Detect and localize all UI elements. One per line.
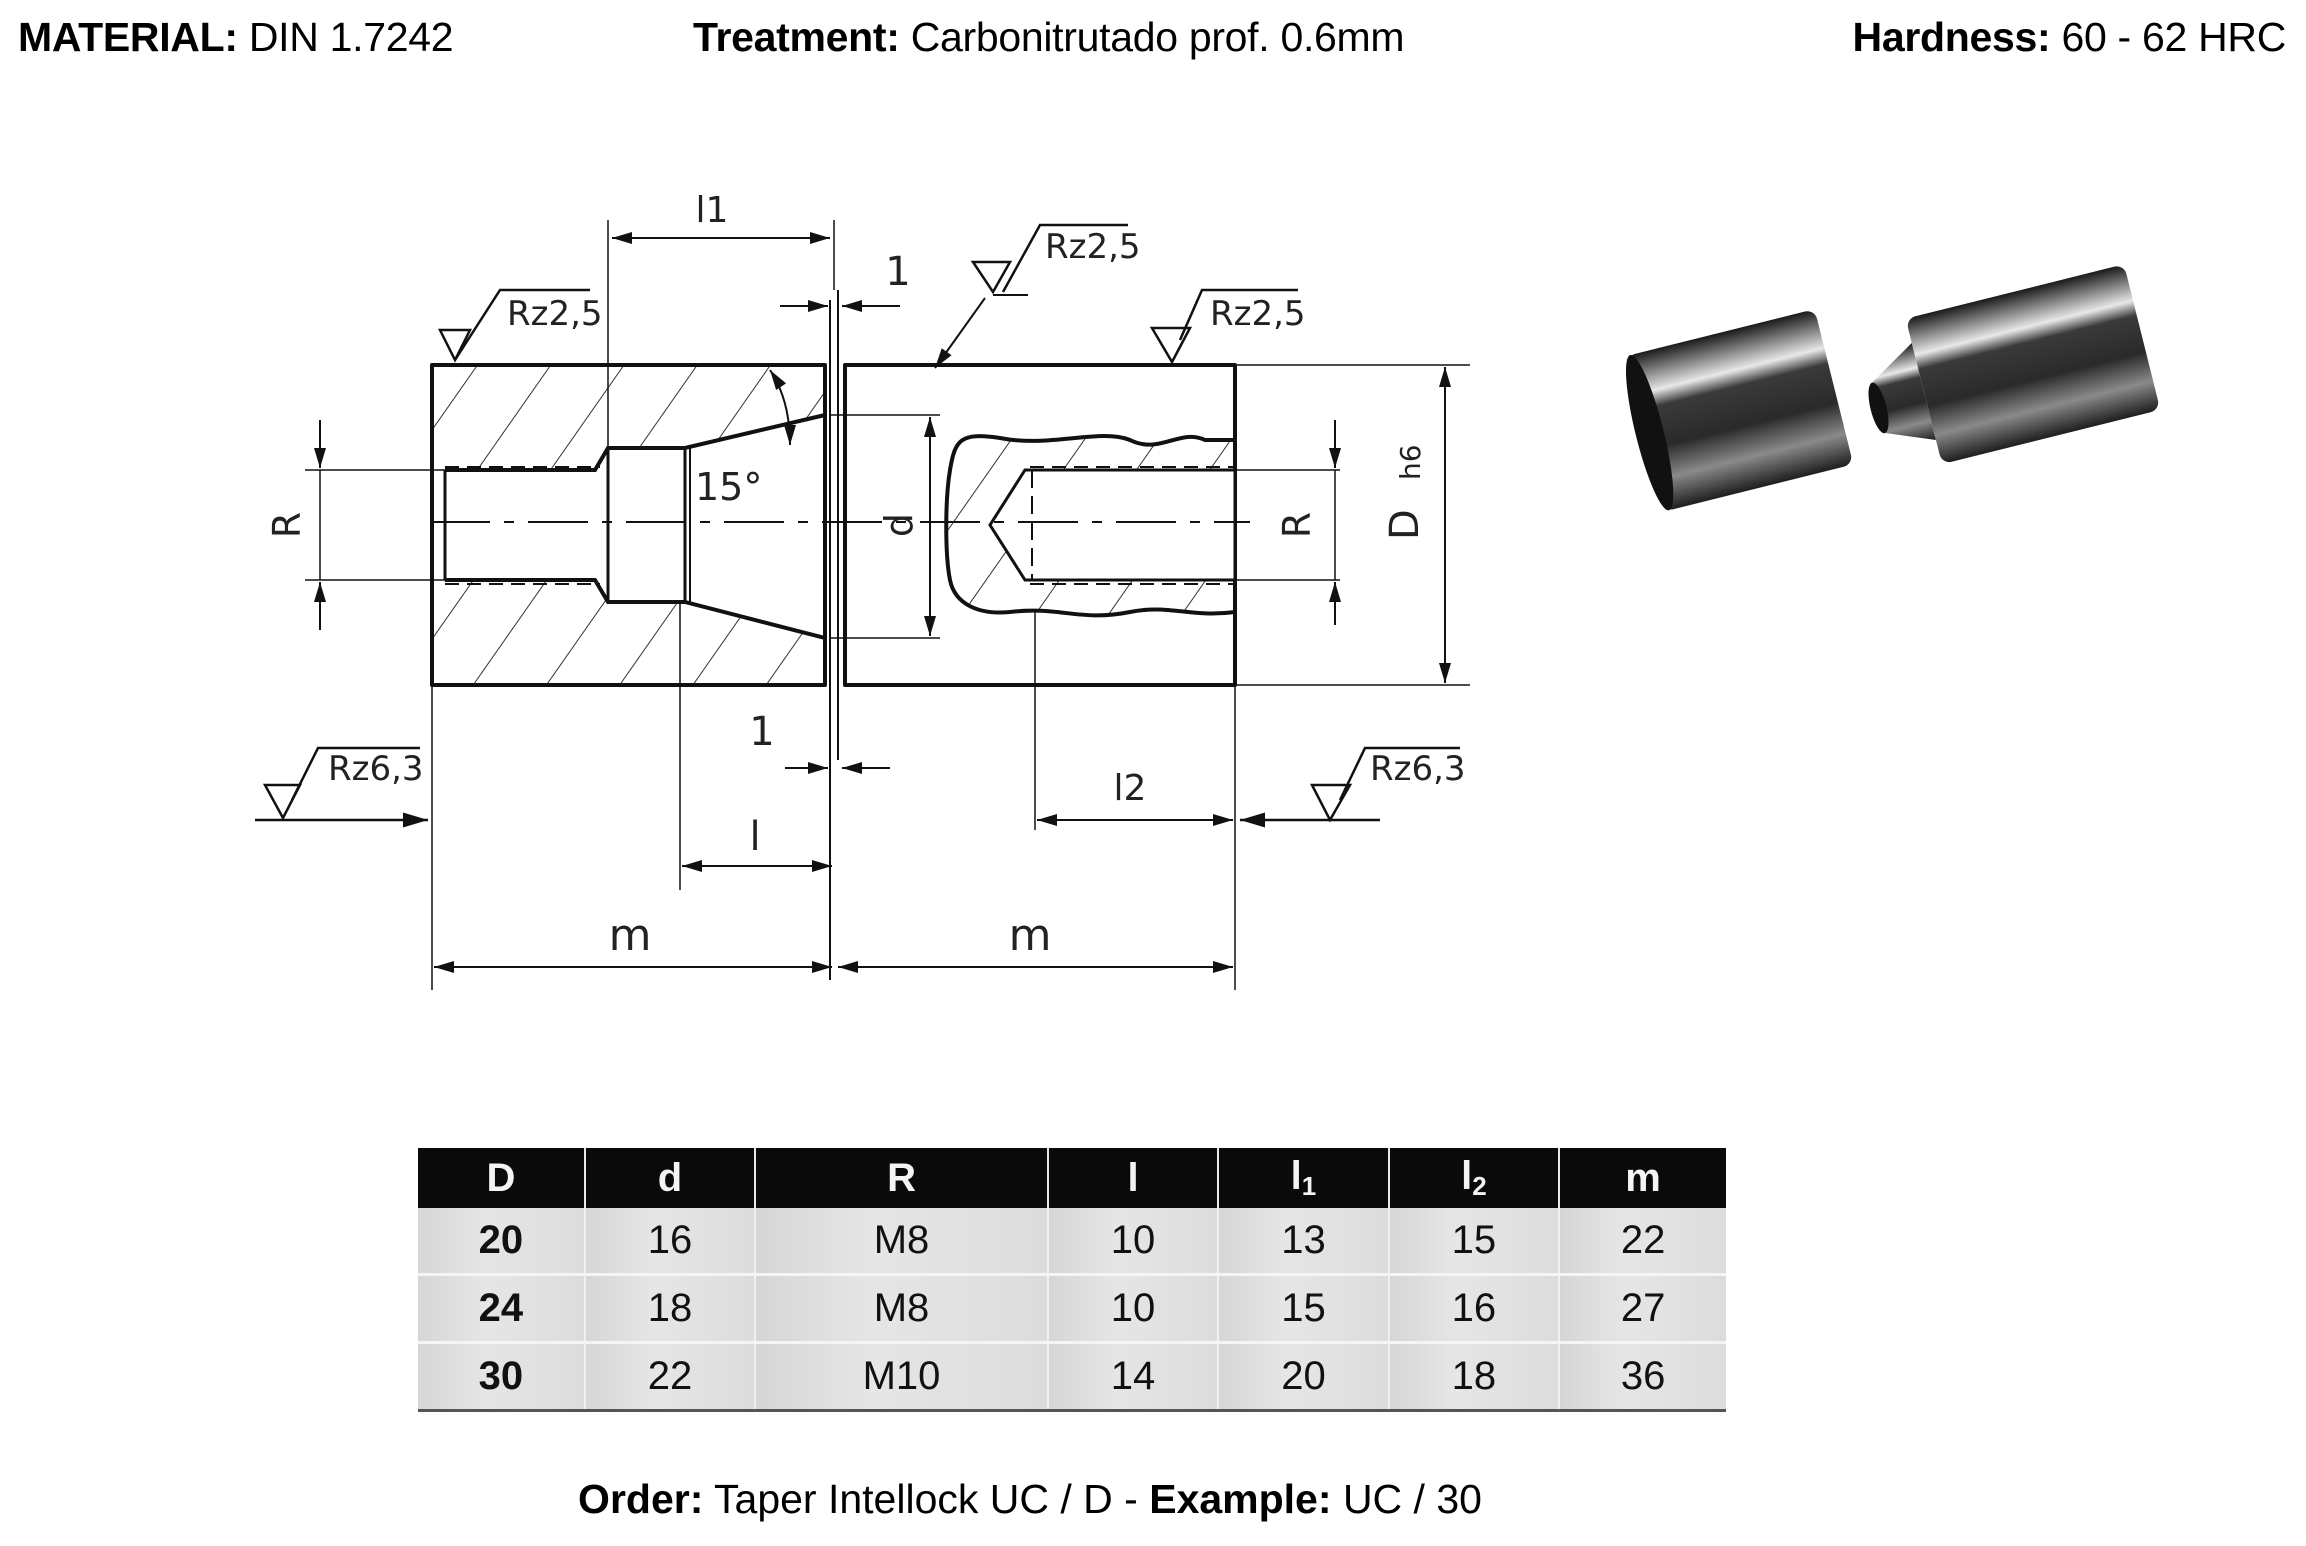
dim-m-left-label: m xyxy=(609,910,652,961)
table-row: 30 22 M10 14 20 18 36 xyxy=(418,1342,1726,1412)
cell-R: M8 xyxy=(755,1274,1049,1344)
order-line: Order: Taper Intellock UC / D - Example:… xyxy=(0,1474,2060,1524)
cell-m: 22 xyxy=(1559,1208,1726,1276)
table-row: 24 18 M8 10 15 16 27 xyxy=(418,1274,1726,1344)
treatment-spec: Treatment: Carbonitrutado prof. 0.6mm xyxy=(693,12,1405,62)
dim-gap-top-label: 1 xyxy=(885,249,910,295)
cell-l: 10 xyxy=(1047,1274,1220,1344)
material-label: MATERIAL: xyxy=(18,14,238,60)
dim-d-label: d xyxy=(877,513,921,537)
cell-l2: 16 xyxy=(1388,1274,1561,1344)
svg-text:Rz2,5: Rz2,5 xyxy=(1045,227,1141,267)
roughness-symbol-taper: Rz2,5 xyxy=(934,223,1141,369)
dim-D-label: D xyxy=(1382,509,1428,540)
col-header-l: l xyxy=(1047,1148,1220,1208)
material-value: DIN 1.7242 xyxy=(248,14,454,60)
order-value: Taper Intellock UC / D - xyxy=(714,1476,1138,1522)
material-spec: MATERIAL: DIN 1.7242 xyxy=(18,12,454,62)
cell-D: 20 xyxy=(418,1208,586,1276)
cell-d: 22 xyxy=(584,1342,757,1412)
taper-intellock-photo-icon xyxy=(1625,266,2159,511)
cell-m: 36 xyxy=(1559,1342,1726,1412)
dim-l-label: l xyxy=(749,814,760,860)
hardness-spec: Hardness: 60 - 62 HRC xyxy=(1852,12,2287,62)
dimensions-table: D d R l l1 l2 m 20 16 M8 10 13 15 22 24 … xyxy=(418,1148,1726,1412)
cell-l1: 15 xyxy=(1218,1274,1390,1344)
right-pin xyxy=(843,363,1237,687)
cell-d: 16 xyxy=(584,1208,757,1276)
dim-m-right-label: m xyxy=(1009,910,1052,961)
dim-gap-bottom-label: 1 xyxy=(749,709,774,755)
cell-l2: 15 xyxy=(1388,1208,1561,1276)
angle-label: 15° xyxy=(695,465,762,509)
dim-R-right-label: R xyxy=(1275,512,1319,538)
technical-drawing: l1 1 Rz2,5 Rz2,5 Rz2,5 Rz6,3 xyxy=(250,150,1550,1020)
product-photo xyxy=(1620,200,2250,540)
cell-m: 27 xyxy=(1559,1274,1726,1344)
svg-text:Rz2,5: Rz2,5 xyxy=(1210,294,1306,334)
order-label: Order: xyxy=(578,1476,704,1522)
roughness-symbol-bottom-right: Rz6,3 xyxy=(1240,746,1466,828)
svg-text:Rz2,5: Rz2,5 xyxy=(507,294,603,334)
dim-l2-label: l2 xyxy=(1114,768,1147,809)
col-header-D: D xyxy=(418,1148,586,1208)
cross-section-diagram: l1 1 Rz2,5 Rz2,5 Rz2,5 Rz6,3 xyxy=(255,190,1470,990)
svg-text:Rz6,3: Rz6,3 xyxy=(328,749,424,789)
cell-l1: 20 xyxy=(1218,1342,1390,1412)
svg-text:Rz6,3: Rz6,3 xyxy=(1370,749,1466,789)
dim-D-tolerance: h6 xyxy=(1394,444,1427,480)
col-header-R: R xyxy=(755,1148,1049,1208)
dim-R-left-label: R xyxy=(265,512,309,538)
hardness-label: Hardness: xyxy=(1852,14,2051,60)
cell-R: M10 xyxy=(755,1342,1049,1412)
col-header-d: d xyxy=(584,1148,757,1208)
example-label: Example: xyxy=(1149,1476,1332,1522)
cell-d: 18 xyxy=(584,1274,757,1344)
example-value: UC / 30 xyxy=(1342,1476,1482,1522)
left-bushing xyxy=(430,363,827,687)
roughness-symbol-top-right: Rz2,5 xyxy=(1149,288,1306,365)
treatment-value: Carbonitrutado prof. 0.6mm xyxy=(910,14,1405,60)
table-row: 20 16 M8 10 13 15 22 xyxy=(418,1208,1726,1276)
treatment-label: Treatment: xyxy=(693,14,900,60)
cell-l: 10 xyxy=(1047,1208,1220,1276)
col-header-l1: l1 xyxy=(1218,1148,1390,1208)
roughness-symbol-bottom-left: Rz6,3 xyxy=(255,746,428,828)
table-header-row: D d R l l1 l2 m xyxy=(418,1148,1726,1208)
cell-D: 24 xyxy=(418,1274,586,1344)
cell-l1: 13 xyxy=(1218,1208,1390,1276)
dim-l1-label: l1 xyxy=(696,190,729,231)
cell-l2: 18 xyxy=(1388,1342,1561,1412)
roughness-symbol-top-left: Rz2,5 xyxy=(437,288,603,363)
col-header-m: m xyxy=(1559,1148,1726,1208)
hardness-value: 60 - 62 HRC xyxy=(2061,14,2286,60)
cell-l: 14 xyxy=(1047,1342,1220,1412)
cell-R: M8 xyxy=(755,1208,1049,1276)
col-header-l2: l2 xyxy=(1388,1148,1561,1208)
cell-D: 30 xyxy=(418,1342,586,1412)
